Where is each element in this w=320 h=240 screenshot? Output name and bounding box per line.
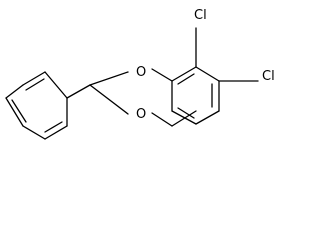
bond bbox=[66, 84, 91, 99]
phenyl-ring bbox=[5, 71, 68, 140]
oxygen-lower-label: O bbox=[136, 107, 146, 122]
bond bbox=[44, 71, 68, 99]
dioxane-ring bbox=[89, 68, 197, 127]
chlorine-right-label: Cl bbox=[262, 69, 275, 84]
chlorine-top-label: Cl bbox=[194, 8, 207, 23]
bond bbox=[151, 68, 173, 82]
bond bbox=[195, 110, 220, 125]
bond bbox=[177, 73, 195, 85]
bond bbox=[195, 66, 220, 82]
bond bbox=[177, 107, 195, 119]
bond bbox=[5, 84, 24, 99]
bond bbox=[25, 78, 45, 91]
bond bbox=[44, 121, 63, 133]
bond bbox=[171, 110, 197, 127]
bond bbox=[171, 66, 197, 82]
bond bbox=[89, 71, 129, 86]
bond bbox=[171, 110, 197, 125]
bond bbox=[44, 125, 68, 140]
bond bbox=[151, 112, 173, 127]
bond bbox=[5, 97, 24, 127]
benzo-ring bbox=[171, 66, 220, 125]
bond bbox=[89, 84, 129, 115]
bond bbox=[22, 125, 46, 140]
oxygen-upper-label: O bbox=[136, 65, 146, 80]
bond bbox=[22, 71, 46, 86]
bond bbox=[11, 99, 27, 123]
chemical-structure-diagram: Cl Cl O O bbox=[5, 8, 275, 140]
